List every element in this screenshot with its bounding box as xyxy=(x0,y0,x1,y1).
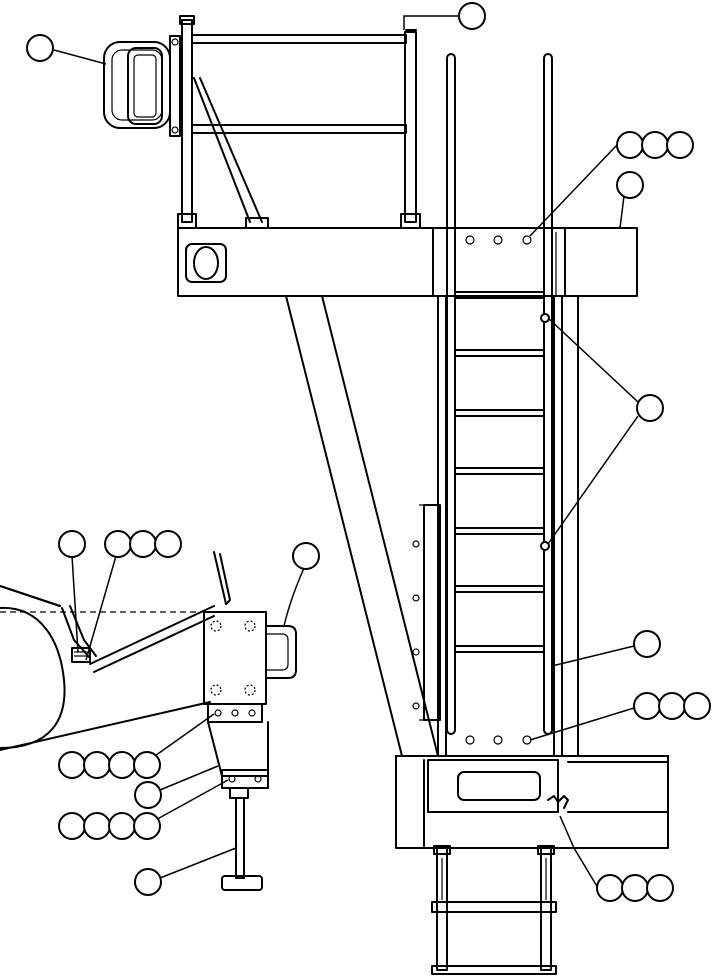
handrail-top-rail xyxy=(192,35,406,43)
grab-handle-tag xyxy=(284,543,319,626)
lower-step-tag xyxy=(135,848,236,895)
bolt-bottom-3 xyxy=(523,736,531,744)
step-bracket xyxy=(204,612,296,890)
ladder-rungs xyxy=(455,292,544,652)
step-post xyxy=(236,798,244,878)
lower-step-ladder xyxy=(432,846,556,974)
ladder xyxy=(413,54,578,756)
top-rail-tag xyxy=(404,3,485,30)
lower-frame xyxy=(396,756,668,848)
ladder-pin-lower xyxy=(541,542,549,550)
beam-access-hole xyxy=(186,244,226,282)
bolt-bottom-1 xyxy=(466,736,474,744)
bolt-top-3 xyxy=(523,236,531,244)
handrail-post-left xyxy=(182,20,192,222)
handrail-gate xyxy=(104,36,180,136)
handrail-mid-rail xyxy=(192,125,406,133)
grab-handle xyxy=(266,626,296,678)
ladder-bottom-bolts-tag xyxy=(530,693,710,740)
ladder-pin-upper xyxy=(541,314,549,322)
bracket-bolts-upper-tag xyxy=(59,714,214,778)
step-slot xyxy=(458,772,540,800)
step-foot xyxy=(222,876,262,890)
handrail-gate-tag xyxy=(27,35,106,64)
bolt-bottom-2 xyxy=(494,736,502,744)
bracket-tag xyxy=(135,766,218,808)
platform-beam xyxy=(178,228,637,296)
handrail-brace xyxy=(194,78,268,228)
bolt-top-1 xyxy=(466,236,474,244)
step-box xyxy=(428,760,558,812)
ladder-handrail-left xyxy=(447,54,455,734)
ladder-handrail-right xyxy=(544,54,552,734)
handrail-assembly xyxy=(104,16,420,228)
tank-strap-bolts-tag xyxy=(86,531,181,660)
ladder-rail-tag xyxy=(552,631,660,666)
platform-bolts-tag xyxy=(530,132,693,236)
tank-strap-tag xyxy=(59,531,85,652)
fuel-tank xyxy=(0,586,210,750)
tank-strap xyxy=(62,552,230,672)
step-bracket-tag xyxy=(560,816,673,901)
bracket-bolts-lower-tag xyxy=(59,780,228,839)
ladder-pins-tag xyxy=(548,318,663,544)
platform-beam-tag xyxy=(617,172,643,228)
callouts xyxy=(27,3,710,901)
support-strut xyxy=(286,296,438,756)
bolt-top-2 xyxy=(494,236,502,244)
